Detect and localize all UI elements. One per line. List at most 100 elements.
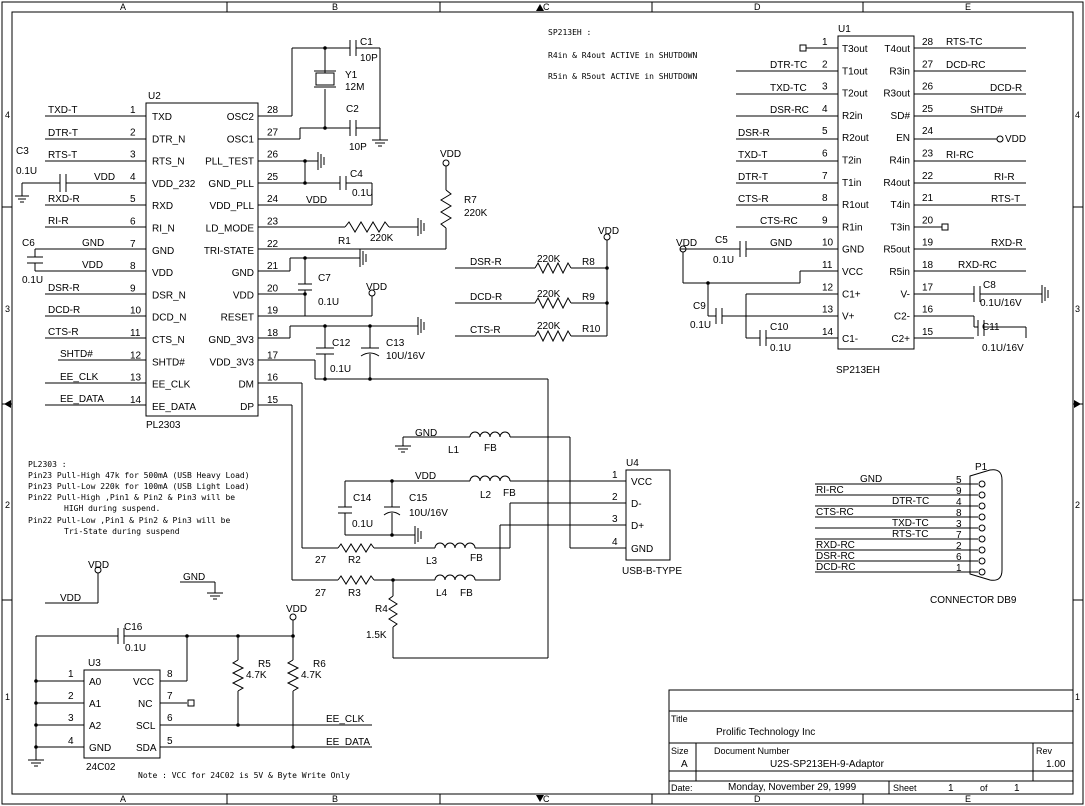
db9-pin-net: DSR-RC (816, 551, 855, 562)
svg-text:VDD: VDD (88, 560, 109, 571)
u1-pin-name: R3out (883, 89, 910, 100)
u2-pin-number: 9 (130, 283, 136, 294)
u1-pin-number: 13 (822, 305, 834, 316)
u2-pin-number: 24 (267, 194, 279, 205)
svg-text:TXD-TC: TXD-TC (770, 83, 807, 94)
svg-text:DSR-R: DSR-R (470, 257, 502, 268)
u1-pin-name: C1+ (842, 289, 861, 300)
db9-pin-socket (978, 546, 986, 554)
svg-text:R9: R9 (582, 292, 595, 303)
svg-text:0.1U: 0.1U (330, 364, 351, 375)
svg-text:FB: FB (460, 588, 473, 599)
u2-pin-number: 19 (267, 306, 279, 317)
db9-pin-net: RXD-RC (816, 540, 855, 551)
u2-pin-name: GND_PLL (208, 179, 254, 190)
u2-pin-number: 14 (130, 395, 142, 406)
svg-text:R4: R4 (375, 604, 388, 615)
row-label: 2 (5, 500, 10, 510)
svg-text:Pin22 Pull-High ,Pin1 & Pin2 &: Pin22 Pull-High ,Pin1 & Pin2 & Pin3 will… (28, 493, 235, 502)
svg-text:8: 8 (167, 669, 173, 680)
u2-pin-name: RI_N (152, 224, 175, 235)
u2-pin-number: 16 (267, 373, 279, 384)
u2-pin-number: 28 (267, 105, 279, 116)
svg-text:Pin22 Pull-Low ,Pin1 & Pin2 &: Pin22 Pull-Low ,Pin1 & Pin2 & Pin3 will … (28, 516, 230, 525)
svg-text:CONNECTOR DB9: CONNECTOR DB9 (930, 595, 1017, 606)
svg-text:VCC: VCC (631, 477, 652, 488)
u2-pin-name: RESET (221, 313, 254, 324)
db9-pin-number: 8 (956, 508, 962, 519)
svg-text:EE_CLK: EE_CLK (60, 372, 99, 383)
svg-text:RXD-R: RXD-R (48, 194, 80, 205)
svg-text:R6: R6 (313, 659, 326, 670)
svg-text:Rev: Rev (1036, 746, 1053, 756)
u1-pin-name: T2in (842, 156, 861, 167)
svg-text:10U/16V: 10U/16V (386, 351, 425, 362)
u2-pin-name: OSC1 (227, 134, 255, 145)
u1-pin-number: 16 (922, 305, 934, 316)
svg-text:R3: R3 (348, 588, 361, 599)
svg-text:DSR-R: DSR-R (738, 128, 770, 139)
svg-text:DCD-R: DCD-R (990, 83, 1022, 94)
svg-text:C7: C7 (318, 273, 331, 284)
svg-text:A0: A0 (89, 677, 102, 688)
u1-left-nets: DTR-TC TXD-TC DSR-RC DSR-R TXD-T DTR-T C… (676, 44, 838, 354)
c6-capacitor: C6 0.1U (22, 238, 43, 286)
u1-pin-name: R4in (889, 156, 910, 167)
u2-pin-name: EE_CLK (152, 380, 191, 391)
u1-pin-name: R3in (889, 66, 910, 77)
svg-text:Title: Title (671, 714, 688, 724)
u2-pin-name: RXD (152, 201, 173, 212)
svg-text:CTS-RC: CTS-RC (760, 216, 798, 227)
u1-right-nets: RTS-TC DCD-RC DCD-R SHTD# VDD RI-RC RI-R… (914, 37, 1049, 354)
u2-pl2303: U2 PL2303 1TXD2DTR_N3RTS_N4VDD_2325RXD6R… (130, 91, 279, 431)
svg-text:1: 1 (612, 470, 618, 481)
svg-text:GND: GND (82, 238, 104, 249)
svg-text:1.5K: 1.5K (366, 630, 387, 641)
svg-text:EE_DATA: EE_DATA (60, 394, 104, 405)
svg-text:24C02: 24C02 (86, 762, 116, 773)
svg-text:C14: C14 (353, 493, 372, 504)
u1-pin-name: T2out (842, 89, 868, 100)
row-label: 3 (1075, 304, 1080, 314)
svg-text:TXD-T: TXD-T (738, 150, 767, 161)
svg-text:C12: C12 (332, 338, 351, 349)
svg-text:TXD-T: TXD-T (48, 105, 77, 116)
db9-pin-net: TXD-TC (892, 518, 929, 529)
u2-pin-name: VDD (152, 268, 173, 279)
row-label: 4 (5, 110, 10, 120)
db9-pin-socket (978, 535, 986, 543)
u1-pin-name: C1- (842, 334, 858, 345)
u2-pin-name: SHTD# (152, 357, 185, 368)
db9-pin-net: RTS-TC (892, 529, 928, 540)
db9-pin-number: 9 (956, 486, 962, 497)
u2-part: PL2303 (146, 420, 181, 431)
svg-text:C4: C4 (350, 169, 363, 180)
svg-text:Date:: Date: (671, 783, 693, 793)
u2-pin-number: 11 (130, 328, 141, 339)
u2-pin-number: 20 (267, 283, 279, 294)
u1-pin-number: 1 (822, 37, 828, 48)
col-label: C (543, 2, 550, 12)
svg-text:C8: C8 (983, 280, 996, 291)
u2-pin-number: 15 (267, 395, 279, 406)
svg-text:Sheet: Sheet (893, 783, 917, 793)
u1-pin-name: VCC (842, 267, 863, 278)
svg-text:6: 6 (167, 713, 173, 724)
u2-pin-name: GND_3V3 (208, 335, 254, 346)
svg-text:1: 1 (68, 669, 74, 680)
svg-text:GND: GND (631, 544, 653, 555)
u1-pin-number: 27 (922, 59, 934, 70)
u1-pin-number: 4 (822, 104, 828, 115)
u1-pin-number: 23 (922, 149, 934, 160)
svg-text:RTS-T: RTS-T (48, 150, 77, 161)
svg-text:DCD-RC: DCD-RC (946, 60, 985, 71)
col-label: E (965, 2, 971, 12)
svg-text:C5: C5 (715, 235, 728, 246)
u1-pin-number: 24 (922, 126, 934, 137)
svg-text:L1: L1 (448, 445, 460, 456)
u2-pin-name: VDD (233, 290, 254, 301)
svg-text:VDD: VDD (1005, 134, 1026, 145)
u2-pin-number: 7 (130, 239, 136, 250)
u1-pin-name: R4out (883, 178, 910, 189)
